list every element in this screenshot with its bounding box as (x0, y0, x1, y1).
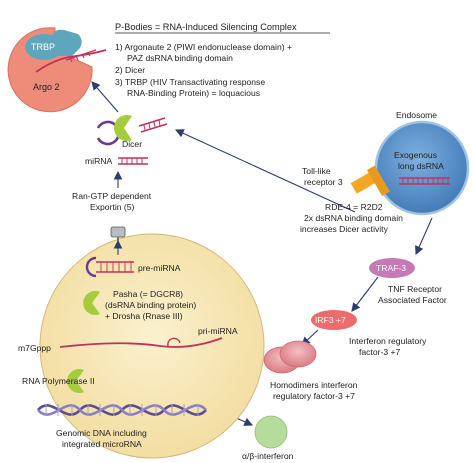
dicer-label: Dicer (122, 139, 142, 149)
genomic-label-2: integrated microRNA (62, 439, 142, 449)
rde4-label-1: RDE-4 = R2D2 (325, 202, 383, 212)
dsrna-dicer-substrate (138, 117, 168, 133)
traf3-node (369, 258, 415, 278)
interferon-node (254, 415, 288, 449)
tlr3-label-2: receptor 3 (304, 177, 343, 187)
pasha-drosha-protein (83, 291, 100, 315)
pre-mirna-hairpin (85, 256, 134, 278)
pasha-label-1: Pasha (= DGCR8) (113, 289, 183, 299)
irf-desc-2: factor-3 +7 (359, 347, 401, 357)
mirna-label: miRNA (85, 156, 112, 166)
exogenous-dsrna (399, 177, 450, 185)
traf3-desc-2: Associated Factor (378, 295, 447, 305)
nucleus (39, 233, 265, 459)
pri-mirna-label: pri-miRNA (198, 326, 238, 336)
tlr3-receptor (350, 165, 390, 196)
homodimer-irf (263, 340, 317, 374)
interferon-label: α/β-interferon (242, 451, 294, 461)
irf-node (311, 310, 357, 330)
rna-polymerase-protein (67, 368, 84, 394)
pasha-label-2: (dsRNA binding protein) (105, 300, 196, 310)
pbodies-title: P-Bodies = RNA-Induced Silencing Complex (115, 22, 297, 32)
trbp-protein (25, 29, 82, 60)
arrow-dicer-to-pbody (91, 81, 119, 113)
rde4-label-3: increases Dicer activity (300, 224, 389, 234)
cap-label: m7Gppp (18, 343, 51, 353)
argo2-label: Argo 2 (33, 82, 60, 92)
homodimer-desc-1: Homodimers interferon (270, 380, 358, 390)
homodimer-desc-2: regulatory factor-3 +7 (273, 391, 355, 401)
exportin-label-1: Ran-GTP dependent (72, 191, 152, 201)
traf3-label: TRAF-3 (376, 263, 406, 273)
pasha-label-3: + Drosha (Rnase III) (105, 311, 183, 321)
irf-label: IRF3 +7 (315, 315, 346, 325)
irf-desc-1: Interferon regulatory (349, 336, 427, 346)
rna-strand-pbody (35, 49, 107, 73)
arrow-rde4-to-dicer (174, 129, 356, 213)
exportin-label-2: Exportin (5) (90, 202, 135, 212)
pbodies-item-3: 3) TRBP (HIV Transactivating response (115, 77, 265, 87)
traf3-desc-1: TNF Receptor (388, 284, 442, 294)
trbp-label: TRBP (31, 42, 55, 52)
polymerase-label: RNA Polymerase II (22, 376, 95, 386)
pbodies-item-3b: RNA-Binding Protein) = loquacious (127, 88, 260, 98)
genomic-label-1: Genomic DNA including (56, 428, 147, 438)
pbodies-item-1: 1) Argonaute 2 (PIWI endonuclease domain… (115, 42, 292, 52)
endosome-title: Endosome (396, 110, 437, 120)
pre-mirna-label: pre-miRNA (138, 263, 181, 273)
pbodies-item-2: 2) Dicer (115, 65, 145, 75)
rde4-label-2: 2x dsRNA binding domain (304, 213, 403, 223)
pbodies-item-1b: PAZ dsRNA binding domain (127, 53, 233, 63)
mirna-duplex (118, 157, 148, 165)
arrow-endosome-to-traf (415, 217, 433, 256)
pri-mirna-strand (59, 337, 223, 348)
dicer-protein (114, 115, 132, 141)
tlr3-label-1: Toll-like (302, 166, 331, 176)
endosome-dsrna-label-2: long dsRNA (398, 161, 444, 171)
endosome-dsrna-label-1: Exogenous (394, 150, 437, 160)
genomic-dna-helix (37, 404, 207, 416)
arrow-traf-to-irf (351, 276, 379, 312)
